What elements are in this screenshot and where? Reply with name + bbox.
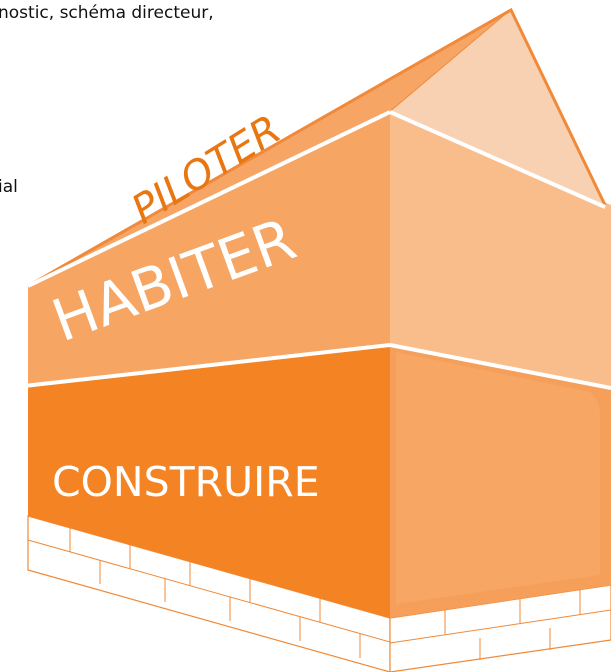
block-dividers bbox=[23, 110, 611, 390]
divider-middle-bottom-front bbox=[23, 343, 391, 388]
foundation-brick-lines bbox=[27, 528, 611, 660]
divider-roof-middle-side bbox=[389, 110, 606, 209]
middle-block bbox=[28, 112, 611, 387]
divider-middle-bottom-side bbox=[389, 343, 611, 390]
roof-side bbox=[390, 10, 605, 205]
caption-text-line-1: nostic, schéma directeur, bbox=[0, 3, 214, 23]
middle-block-side bbox=[390, 112, 611, 387]
caption-text-line-2: ial bbox=[0, 177, 18, 197]
bottom-block bbox=[28, 344, 611, 618]
roof-edge bbox=[27, 7, 607, 288]
roof bbox=[27, 7, 607, 288]
divider-roof-middle-front bbox=[27, 110, 391, 288]
bottom-block-side-highlight bbox=[396, 352, 600, 604]
middle-block-front bbox=[28, 112, 390, 384]
label-construire: CONSTRUIRE bbox=[52, 458, 320, 506]
bottom-block-front bbox=[28, 344, 390, 618]
